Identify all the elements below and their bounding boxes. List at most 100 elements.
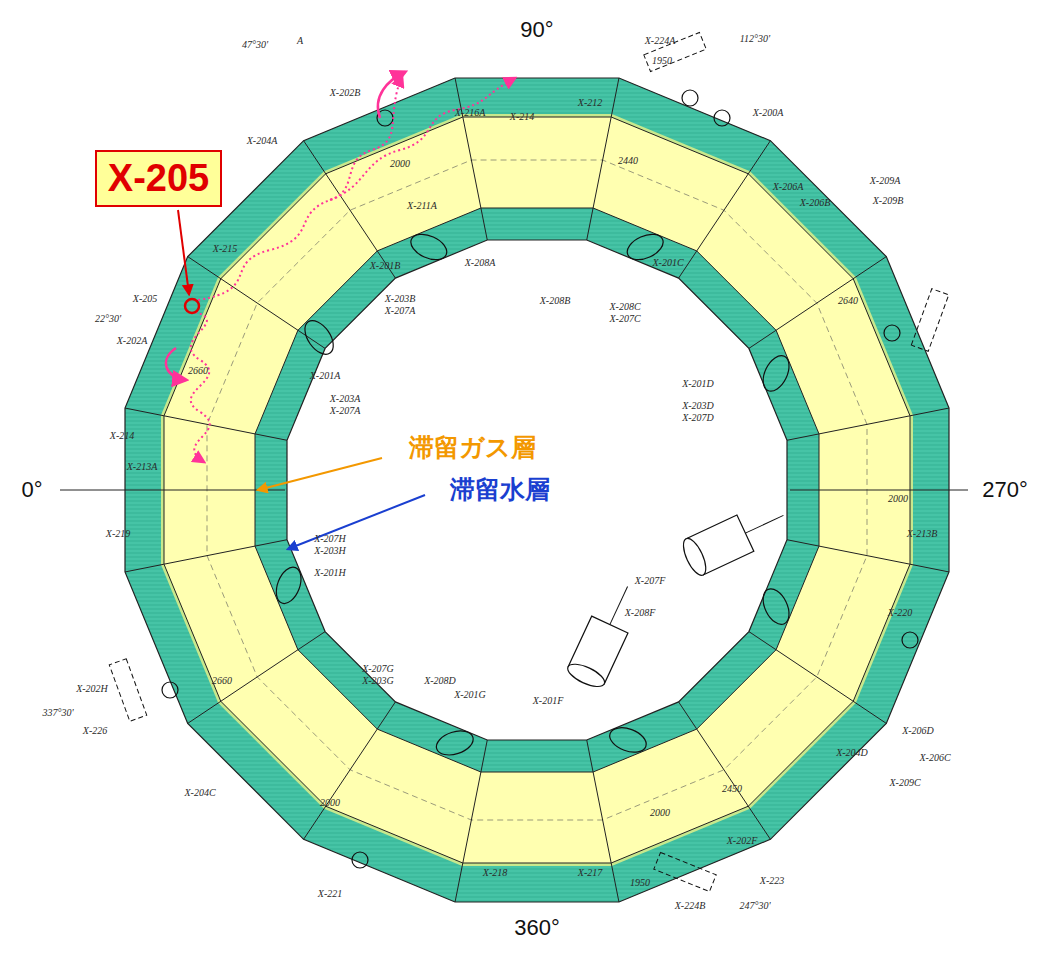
- nozzle-end: [565, 660, 608, 691]
- drawing-note: X-212: [578, 97, 602, 108]
- drawing-note: X-206A: [773, 181, 804, 192]
- vent-opening: [299, 316, 339, 360]
- segment-line: [587, 740, 619, 902]
- segment-line: [188, 632, 325, 724]
- drawing-note: X-204D: [836, 747, 868, 758]
- drawing-note: X-206B: [800, 197, 831, 208]
- segment-line: [125, 540, 287, 572]
- drawing-note: X-203H: [314, 545, 346, 556]
- drawing-note: X-208A: [465, 257, 496, 268]
- segment-line: [304, 702, 396, 839]
- penetration: [884, 325, 900, 341]
- vent-opening: [272, 564, 306, 607]
- gas-flow-down: [191, 312, 210, 462]
- drawing-note: X-204C: [184, 787, 215, 798]
- drawing-note: 1950: [630, 877, 650, 888]
- callout-box: X-205: [95, 150, 222, 207]
- drawing-note: X-203A: [330, 393, 361, 404]
- drawing-note: X-202F: [727, 835, 758, 846]
- drawing-note: X-207D: [682, 412, 714, 423]
- drawing-note: X-219: [106, 528, 130, 539]
- drawing-note: X-224B: [675, 900, 706, 911]
- drawing-note: X-207F: [635, 575, 666, 586]
- drawing-note: X-226: [83, 725, 107, 736]
- vent-opening: [433, 727, 476, 760]
- drawing-note: X-208B: [540, 295, 571, 306]
- axis-line: [60, 490, 285, 491]
- nozzle-end: [679, 535, 710, 578]
- drawing-note: 47°30': [242, 39, 268, 50]
- drawing-note: 1950: [652, 55, 672, 66]
- layer-label: 滞留ガス層: [407, 434, 538, 462]
- drawing-note: X-202A: [117, 335, 148, 346]
- segment-line: [679, 141, 771, 278]
- angle-label: 270°: [982, 478, 1028, 502]
- drawing-note: X-203B: [385, 293, 416, 304]
- hatch-outline: [654, 852, 716, 891]
- angle-label: 360°: [514, 916, 560, 940]
- drawing-note: X-213A: [127, 461, 158, 472]
- drawing-note: X-207H: [314, 533, 346, 544]
- penetration: [352, 852, 368, 868]
- drawing-note: X-206D: [902, 725, 934, 736]
- drawing-note: X-207A: [330, 405, 361, 416]
- nozzle: [679, 497, 792, 578]
- gas-flow-up: [198, 78, 515, 300]
- drawing-note: X-208C: [609, 301, 640, 312]
- drawing-note: X-214: [110, 430, 134, 441]
- centre-line: [207, 160, 867, 820]
- segment-line: [455, 78, 487, 240]
- drawing-note: X-215: [213, 243, 237, 254]
- drawing-note: X-208F: [625, 607, 656, 618]
- curl-arrow: [378, 72, 405, 118]
- drawing-note: X-204A: [247, 135, 278, 146]
- pointer-arrow: [178, 210, 189, 294]
- segment-line: [188, 257, 325, 349]
- vent-opening: [606, 723, 649, 757]
- penetrations: [109, 32, 948, 891]
- segment-line: [455, 740, 487, 902]
- penetration: [162, 682, 178, 698]
- drawing-note: X-207C: [609, 313, 640, 324]
- drawing-note: X-209B: [873, 195, 904, 206]
- drawing-note: 2660: [212, 675, 232, 686]
- drawing-note: 2450: [722, 783, 742, 794]
- torus-hole: [287, 240, 787, 740]
- drawing-note: X-201B: [370, 260, 401, 271]
- drawing-note: 112°30': [740, 33, 770, 44]
- drawing-note: 2000: [320, 797, 340, 808]
- drawing-note: X-223: [760, 875, 784, 886]
- segment-line: [749, 632, 886, 724]
- hatch-outline: [911, 289, 948, 352]
- drawing-note: X-224A: [645, 35, 676, 46]
- flow-paths: [166, 72, 515, 462]
- gas-flow-branch: [330, 76, 402, 200]
- segment-line: [749, 257, 886, 349]
- hatch-outline: [644, 32, 706, 71]
- drawing-note: X-209C: [889, 777, 920, 788]
- drawing-note: X-201G: [454, 689, 486, 700]
- drawing-note: X-207A: [385, 305, 416, 316]
- drawing-note: A: [297, 35, 303, 46]
- drawing-note: X-201H: [314, 567, 346, 578]
- drawing-note: 2000: [888, 493, 908, 504]
- drawing-note: 2660: [188, 365, 208, 376]
- drawing-note: X-205: [133, 293, 157, 304]
- drawing-note: 22°30': [95, 313, 121, 324]
- x205-marker: [185, 299, 199, 313]
- drawing-note: X-202H: [76, 683, 108, 694]
- hatch-outline: [109, 659, 146, 722]
- drawing-note: X-203D: [682, 400, 714, 411]
- penetration: [902, 632, 918, 648]
- angle-label: 90°: [520, 18, 553, 42]
- drawing-note: X-220: [888, 607, 912, 618]
- drawing-note: X-208D: [424, 675, 456, 686]
- drawing-note: X-201F: [533, 695, 564, 706]
- drawing-note: 2000: [650, 807, 670, 818]
- drawing-note: X-216A: [455, 107, 486, 118]
- curl-arrow: [166, 348, 186, 380]
- inner-water-band: [255, 208, 819, 772]
- water-layer-arrow: [288, 495, 425, 549]
- segment-line: [787, 408, 949, 440]
